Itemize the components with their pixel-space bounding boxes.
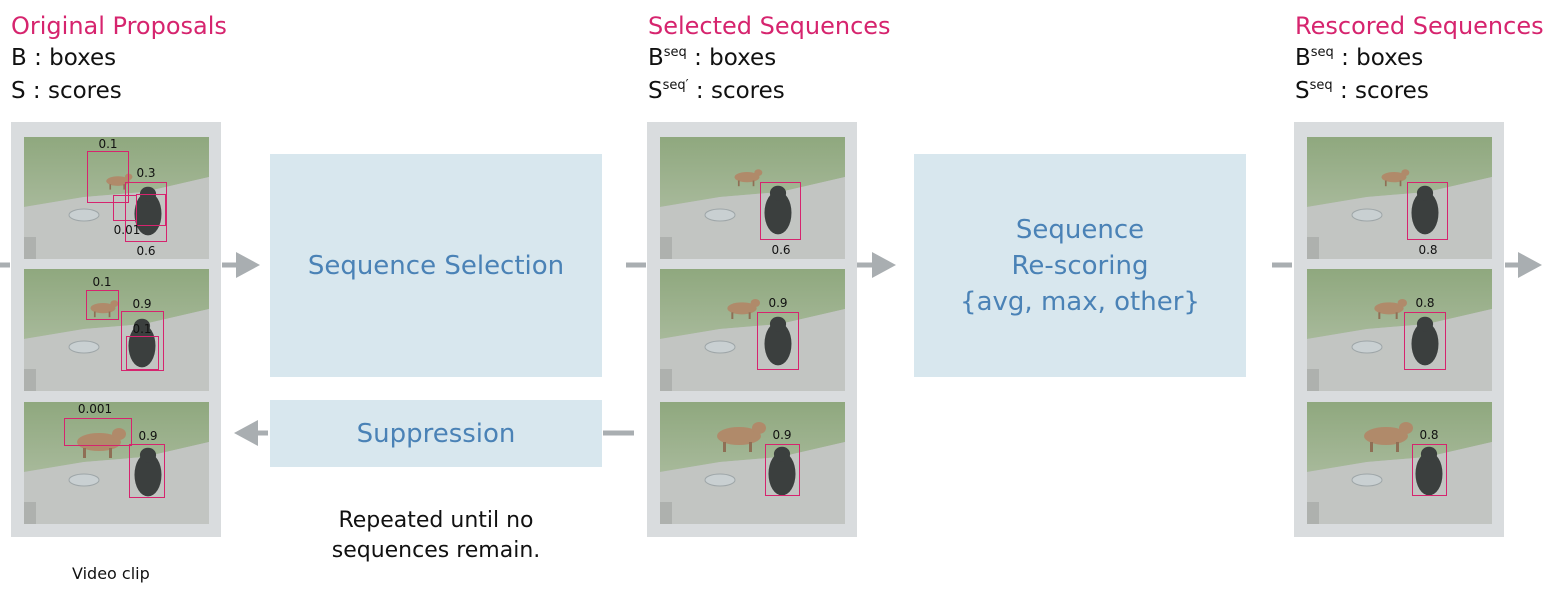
proposal-box (121, 311, 164, 371)
score-label: 0.1 (132, 322, 152, 336)
selected-frame-3: 0.9 (660, 402, 845, 524)
selected-boxes-symbol: B (648, 45, 664, 71)
rescored-scores-sup: seq (1309, 78, 1333, 93)
original-frame-1: 0.1 0.3 0.01 0.6 (24, 137, 209, 259)
selected-frame-1: 0.6 (660, 137, 845, 259)
original-scores-label: S : scores (11, 78, 122, 104)
score-label: 0.001 (77, 402, 113, 416)
rescored-scores-symbol: S (1295, 78, 1310, 104)
score-label: 0.8 (1415, 296, 1435, 310)
repeat-caption: Repeated until no sequences remain. (270, 506, 602, 566)
original-boxes-label: B : boxes (11, 45, 116, 71)
rescored-scores-text: : scores (1332, 78, 1429, 104)
original-scores-text: : scores (25, 78, 122, 104)
arrow-head (234, 420, 258, 446)
sequence-selection-block: Sequence Selection (270, 154, 602, 377)
fox-figure (1369, 287, 1409, 327)
score-label: 0.01 (113, 223, 141, 237)
proposal-box (126, 336, 159, 370)
repeat-caption-line2: sequences remain. (331, 538, 541, 563)
score-label: 0.3 (136, 166, 156, 180)
fox-figure (730, 153, 764, 199)
selected-scores-sup: seq′ (662, 78, 689, 93)
proposal-box (129, 444, 165, 498)
selected-scores-text: : scores (688, 78, 785, 104)
rescored-frame-1: 0.8 (1307, 137, 1492, 259)
rescored-sequences-title: Rescored Sequences (1295, 12, 1544, 40)
rescored-scores-label: Sseq : scores (1295, 78, 1429, 104)
rescored-frame-2: 0.8 (1307, 269, 1492, 391)
arrow-head (872, 252, 896, 278)
original-proposals-title: Original Proposals (11, 12, 227, 40)
original-frame-2: 0.1 0.9 0.1 (24, 269, 209, 391)
selected-scores-label: Sseq′ : scores (648, 78, 785, 104)
sequence-rescoring-block: Sequence Re-scoring {avg, max, other} (914, 154, 1246, 377)
rescoring-line3: {avg, max, other} (960, 286, 1200, 317)
rescoring-line1: Sequence (1015, 214, 1145, 245)
score-label: 0.9 (138, 429, 158, 443)
original-boxes-text: : boxes (26, 45, 117, 71)
arrow-head (236, 252, 260, 278)
proposal-box (86, 290, 119, 320)
selected-frame-2: 0.9 (660, 269, 845, 391)
fox-figure (1377, 153, 1411, 199)
score-label: 0.8 (1419, 428, 1439, 442)
sequence-selection-label: Sequence Selection (307, 250, 565, 281)
sequence-box (765, 444, 800, 496)
sequence-box (1407, 182, 1448, 240)
score-label: 0.9 (772, 428, 792, 442)
original-scores-symbol: S (11, 78, 26, 104)
score-label: 0.9 (132, 297, 152, 311)
arrow-head (1518, 252, 1542, 278)
selected-boxes-text: : boxes (686, 45, 777, 71)
proposal-box (64, 418, 132, 446)
selected-scores-symbol: S (648, 78, 663, 104)
score-label: 0.9 (768, 296, 788, 310)
score-label: 0.6 (771, 243, 791, 257)
repeat-caption-line1: Repeated until no (338, 508, 534, 533)
rescored-boxes-label: Bseq : boxes (1295, 45, 1423, 71)
rescoring-line2: Re-scoring (1011, 250, 1149, 281)
original-boxes-symbol: B (11, 45, 27, 71)
rescored-boxes-symbol: B (1295, 45, 1311, 71)
sequence-box (760, 182, 801, 240)
original-proposals-panel: 0.1 0.3 0.01 0.6 0.1 0.9 0.1 0.001 0.9 (11, 122, 221, 537)
suppression-block: Suppression (270, 400, 602, 467)
rescored-boxes-text: : boxes (1333, 45, 1424, 71)
selected-sequences-title: Selected Sequences (648, 12, 891, 40)
rescored-boxes-sup: seq (1310, 45, 1334, 60)
score-label: 0.1 (98, 137, 118, 151)
suppression-label: Suppression (356, 418, 516, 449)
selected-boxes-sup: seq (663, 45, 687, 60)
proposal-box (125, 182, 167, 242)
score-label: 0.8 (1418, 243, 1438, 257)
selected-sequences-panel: 0.6 0.9 0.9 (647, 122, 857, 537)
selected-boxes-label: Bseq : boxes (648, 45, 776, 71)
sequence-box (1404, 312, 1446, 370)
video-clip-caption: Video clip (72, 564, 150, 583)
proposal-box (87, 151, 129, 203)
rescored-frame-3: 0.8 (1307, 402, 1492, 524)
fox-figure (722, 287, 762, 327)
sequence-box (1412, 444, 1447, 496)
proposal-box (136, 194, 166, 226)
score-label: 0.6 (136, 244, 156, 258)
sequence-box (757, 312, 799, 370)
original-frame-3: 0.001 0.9 (24, 402, 209, 524)
rescored-sequences-panel: 0.8 0.8 0.8 (1294, 122, 1504, 537)
score-label: 0.1 (92, 275, 112, 289)
